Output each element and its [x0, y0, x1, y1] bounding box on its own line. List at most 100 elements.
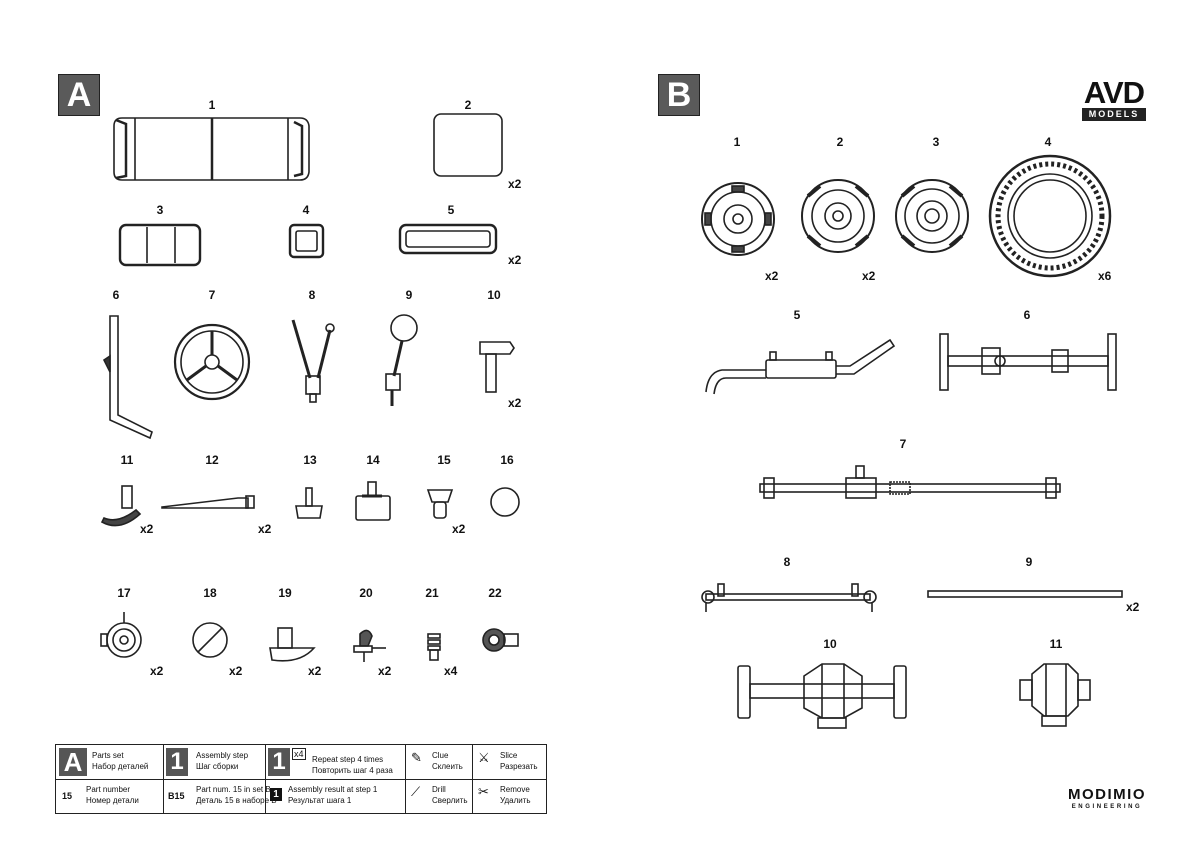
legend-slice-en: Slice	[500, 751, 518, 760]
part-b11-drawing	[1019, 663, 1091, 727]
part-a21-drawing	[427, 633, 441, 661]
legend-drill-ru: Сверлить	[432, 796, 468, 805]
part-b1-number: 1	[733, 135, 741, 149]
legend-part-num-code: 15	[62, 791, 73, 801]
part-a19-drawing	[269, 627, 316, 662]
part-a5-qty: x2	[508, 253, 522, 267]
part-b11-number: 11	[1049, 637, 1063, 651]
part-a18-number: 18	[203, 586, 217, 600]
part-b10-number: 10	[823, 637, 837, 651]
legend-set-part-ru: Деталь 15 в наборе B	[196, 796, 277, 805]
part-b4-drawing	[988, 154, 1112, 278]
part-b2-number: 2	[836, 135, 844, 149]
part-a13-number: 13	[303, 453, 317, 467]
part-b8-drawing	[701, 583, 877, 612]
legend-divider-v4	[472, 745, 473, 813]
legend-glue-ru: Склеить	[432, 762, 463, 771]
part-b7-number: 7	[899, 437, 907, 451]
part-a1-number: 1	[208, 98, 216, 112]
legend-step-en: Assembly step	[196, 751, 249, 760]
part-a14-number: 14	[366, 453, 380, 467]
part-a15-number: 15	[437, 453, 451, 467]
part-a4-drawing	[288, 223, 325, 259]
part-a19-qty: x2	[308, 664, 322, 678]
legend-divider-h	[56, 779, 546, 780]
part-a17-number: 17	[117, 586, 131, 600]
part-a9-number: 9	[405, 288, 413, 302]
legend-set-letter-badge: A	[59, 748, 87, 776]
part-b9-drawing	[927, 590, 1123, 598]
part-a16-number: 16	[500, 453, 514, 467]
part-b3-drawing	[895, 179, 969, 253]
part-a5-number: 5	[447, 203, 455, 217]
part-a16-drawing	[490, 487, 520, 517]
legend-divider-v2	[265, 745, 266, 813]
part-a15-qty: x2	[452, 522, 466, 536]
part-b5-number: 5	[793, 308, 801, 322]
legend-remove-en: Remove	[500, 785, 530, 794]
part-b2-qty: x2	[862, 269, 876, 283]
legend-parts-set-en: Parts set	[92, 751, 124, 760]
part-a3-number: 3	[156, 203, 164, 217]
part-a9-drawing	[385, 314, 418, 406]
legend-divider-v1	[163, 745, 164, 813]
part-a6-number: 6	[112, 288, 120, 302]
part-a19-number: 19	[278, 586, 292, 600]
modimio-logo: MODIMIO ENGINEERING	[1062, 787, 1152, 812]
part-b4-number: 4	[1044, 135, 1052, 149]
part-a20-drawing	[353, 629, 386, 662]
part-a8-drawing	[291, 319, 335, 403]
part-a11-qty: x2	[140, 522, 154, 536]
part-b6-drawing	[939, 333, 1117, 391]
part-a4-number: 4	[302, 203, 310, 217]
part-b1-qty: x2	[765, 269, 779, 283]
remove-icon: ✂	[478, 784, 489, 799]
part-a1-drawing	[113, 117, 310, 181]
part-b10-drawing	[737, 663, 907, 729]
part-a17-drawing	[100, 612, 142, 658]
part-a18-drawing	[192, 622, 228, 658]
part-a12-number: 12	[205, 453, 219, 467]
legend-result-en: Assembly result at step 1	[288, 785, 378, 794]
legend-set-part-code: B15	[168, 791, 185, 801]
part-b3-number: 3	[932, 135, 940, 149]
legend-repeat-en: Repeat step 4 times	[312, 755, 384, 764]
legend-repeat-ru: Повторить шаг 4 раза	[312, 766, 393, 775]
legend-slice-ru: Разрезать	[500, 762, 538, 771]
legend-result-badge: 1	[270, 788, 282, 801]
legend-divider-v3	[405, 745, 406, 813]
part-b5-drawing	[705, 338, 896, 395]
avd-models-logo: AVD MODELS	[1082, 75, 1146, 126]
part-a7-number: 7	[208, 288, 216, 302]
part-a6-drawing	[102, 315, 153, 440]
part-a3-drawing	[118, 223, 202, 267]
legend-step-ru: Шаг сборки	[196, 762, 239, 771]
part-a11-drawing	[100, 485, 142, 527]
avd-logo-text: AVD	[1083, 75, 1145, 110]
part-b6-number: 6	[1023, 308, 1031, 322]
legend-parts-set-ru: Набор деталей	[92, 762, 149, 771]
part-b2-drawing	[801, 179, 875, 253]
part-b1-drawing	[701, 182, 775, 256]
part-b9-qty: x2	[1126, 600, 1140, 614]
part-a22-number: 22	[488, 586, 502, 600]
modimio-logo-subtext: ENGINEERING	[1071, 804, 1143, 810]
part-a20-number: 20	[359, 586, 373, 600]
legend-repeat-badge: 1	[268, 748, 290, 776]
legend-drill-en: Drill	[432, 785, 446, 794]
part-a14-drawing	[355, 481, 391, 521]
part-a7-drawing	[173, 323, 251, 401]
legend-step-badge: 1	[166, 748, 188, 776]
drill-icon: ⟋	[411, 784, 421, 799]
legend-result-ru: Результат шага 1	[288, 796, 352, 805]
part-a17-qty: x2	[150, 664, 164, 678]
legend-part-num-en: Part number	[86, 785, 131, 794]
modimio-logo-text: MODIMIO	[1068, 786, 1146, 803]
part-a8-number: 8	[308, 288, 316, 302]
avd-logo-subtext: MODELS	[1082, 108, 1146, 121]
part-a2-drawing	[433, 113, 503, 177]
legend-glue-en: Clue	[432, 751, 449, 760]
part-a10-number: 10	[487, 288, 501, 302]
glue-icon: ✎	[411, 750, 422, 765]
